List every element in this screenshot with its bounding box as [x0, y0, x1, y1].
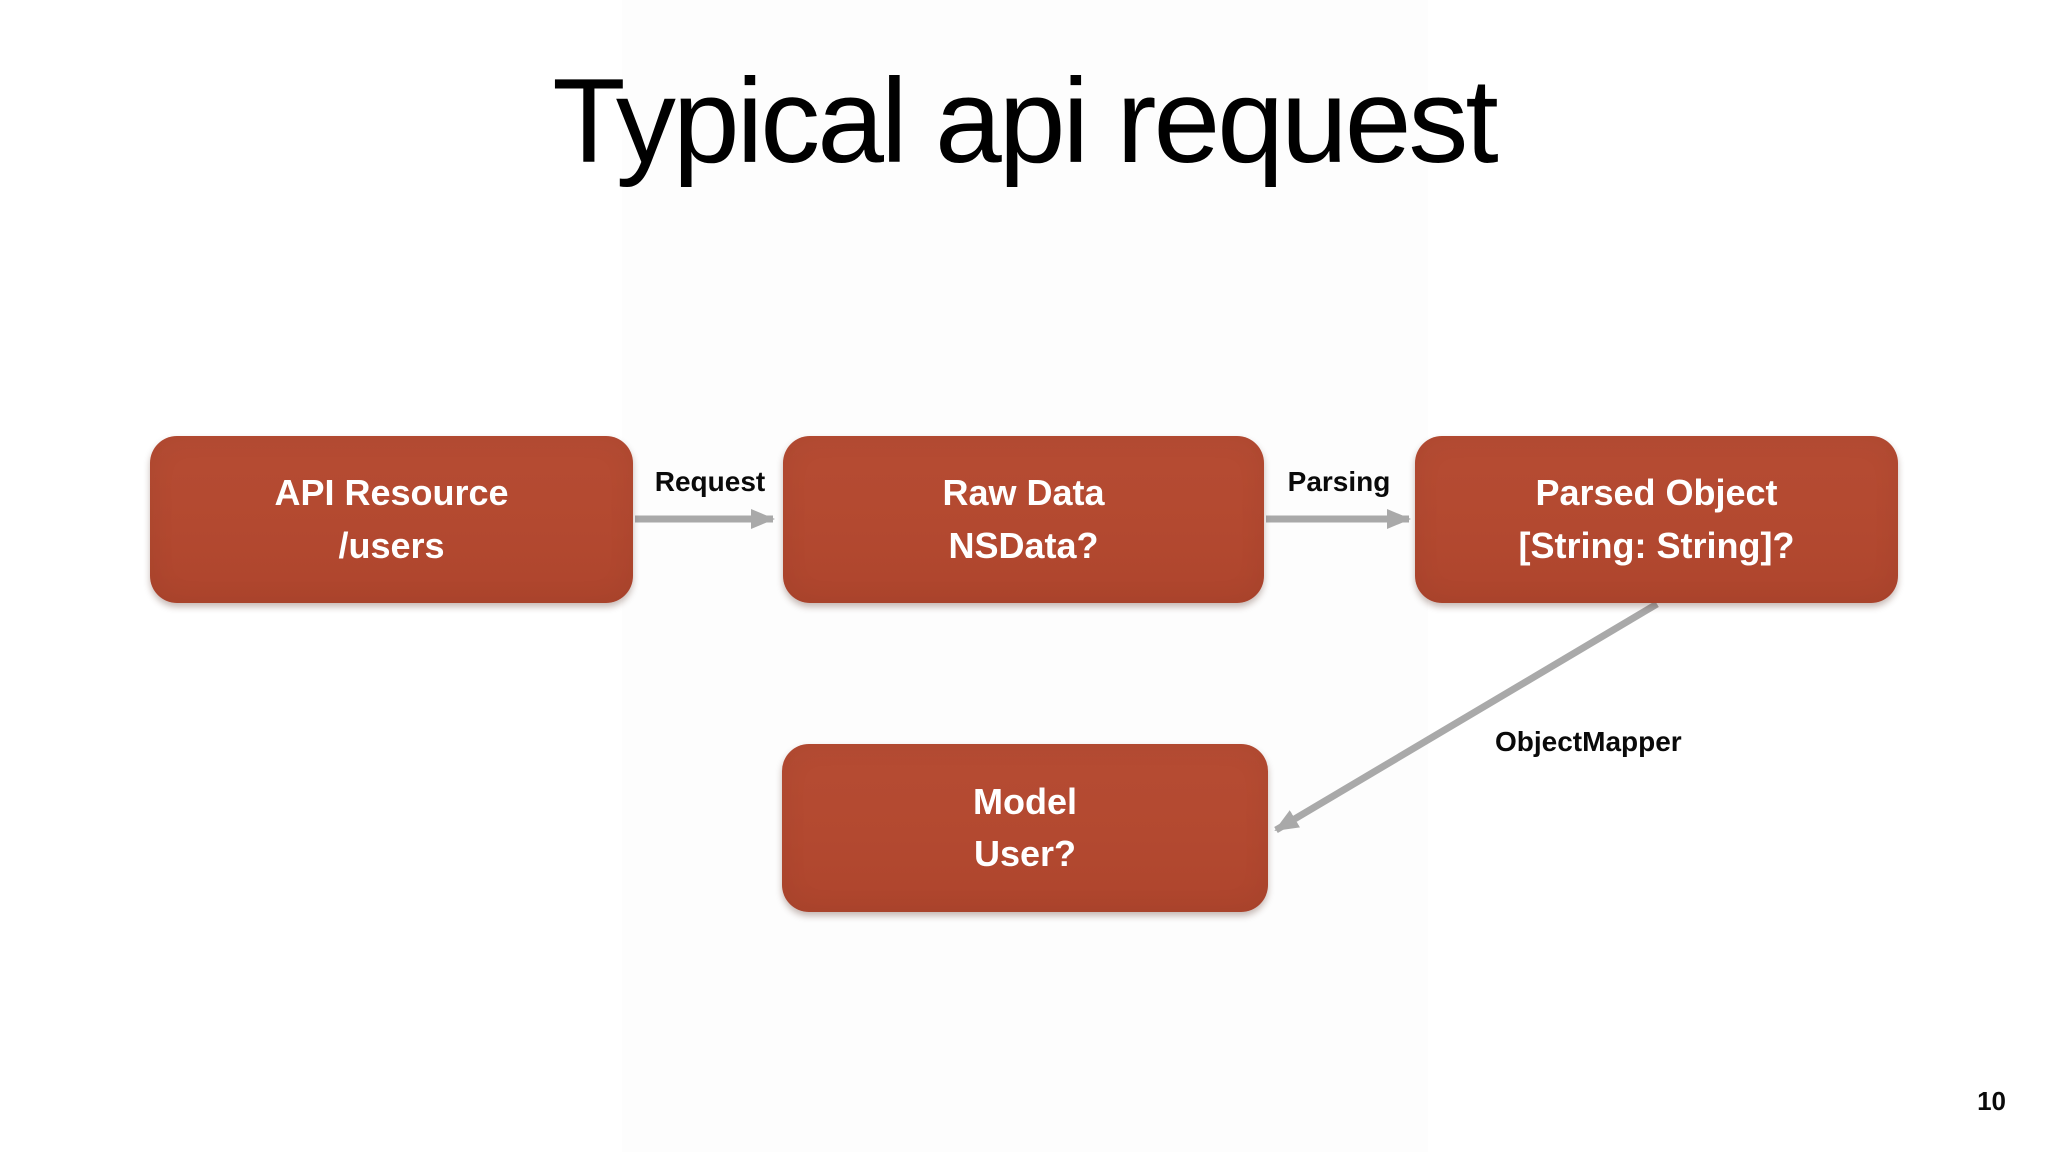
page-number: 10	[1977, 1086, 2006, 1116]
node-model: Model User?	[782, 744, 1268, 912]
node-model-line1: Model	[973, 780, 1077, 822]
node-parsed-object: Parsed Object [String: String]?	[1415, 436, 1898, 603]
arrow-objectmapper	[1274, 600, 1659, 834]
slide-title: Typical api request	[552, 54, 1499, 188]
node-parsed-object-line2: [String: String]?	[1518, 524, 1795, 566]
connector-label-request: Request	[654, 466, 766, 497]
node-api-resource: API Resource /users	[150, 436, 633, 603]
node-parsed-object-line1: Parsed Object	[1535, 472, 1778, 514]
node-raw-data-line2: NSData?	[948, 524, 1099, 566]
node-raw-data-line1: Raw Data	[942, 472, 1105, 514]
node-raw-data: Raw Data NSData?	[783, 436, 1264, 603]
node-api-resource-line2: /users	[338, 524, 445, 566]
connector-label-objectmapper: ObjectMapper	[1495, 726, 1682, 757]
connector-label-parsing: Parsing	[1287, 466, 1391, 497]
node-api-resource-line1: API Resource	[274, 472, 509, 514]
node-model-line2: User?	[973, 833, 1077, 874]
